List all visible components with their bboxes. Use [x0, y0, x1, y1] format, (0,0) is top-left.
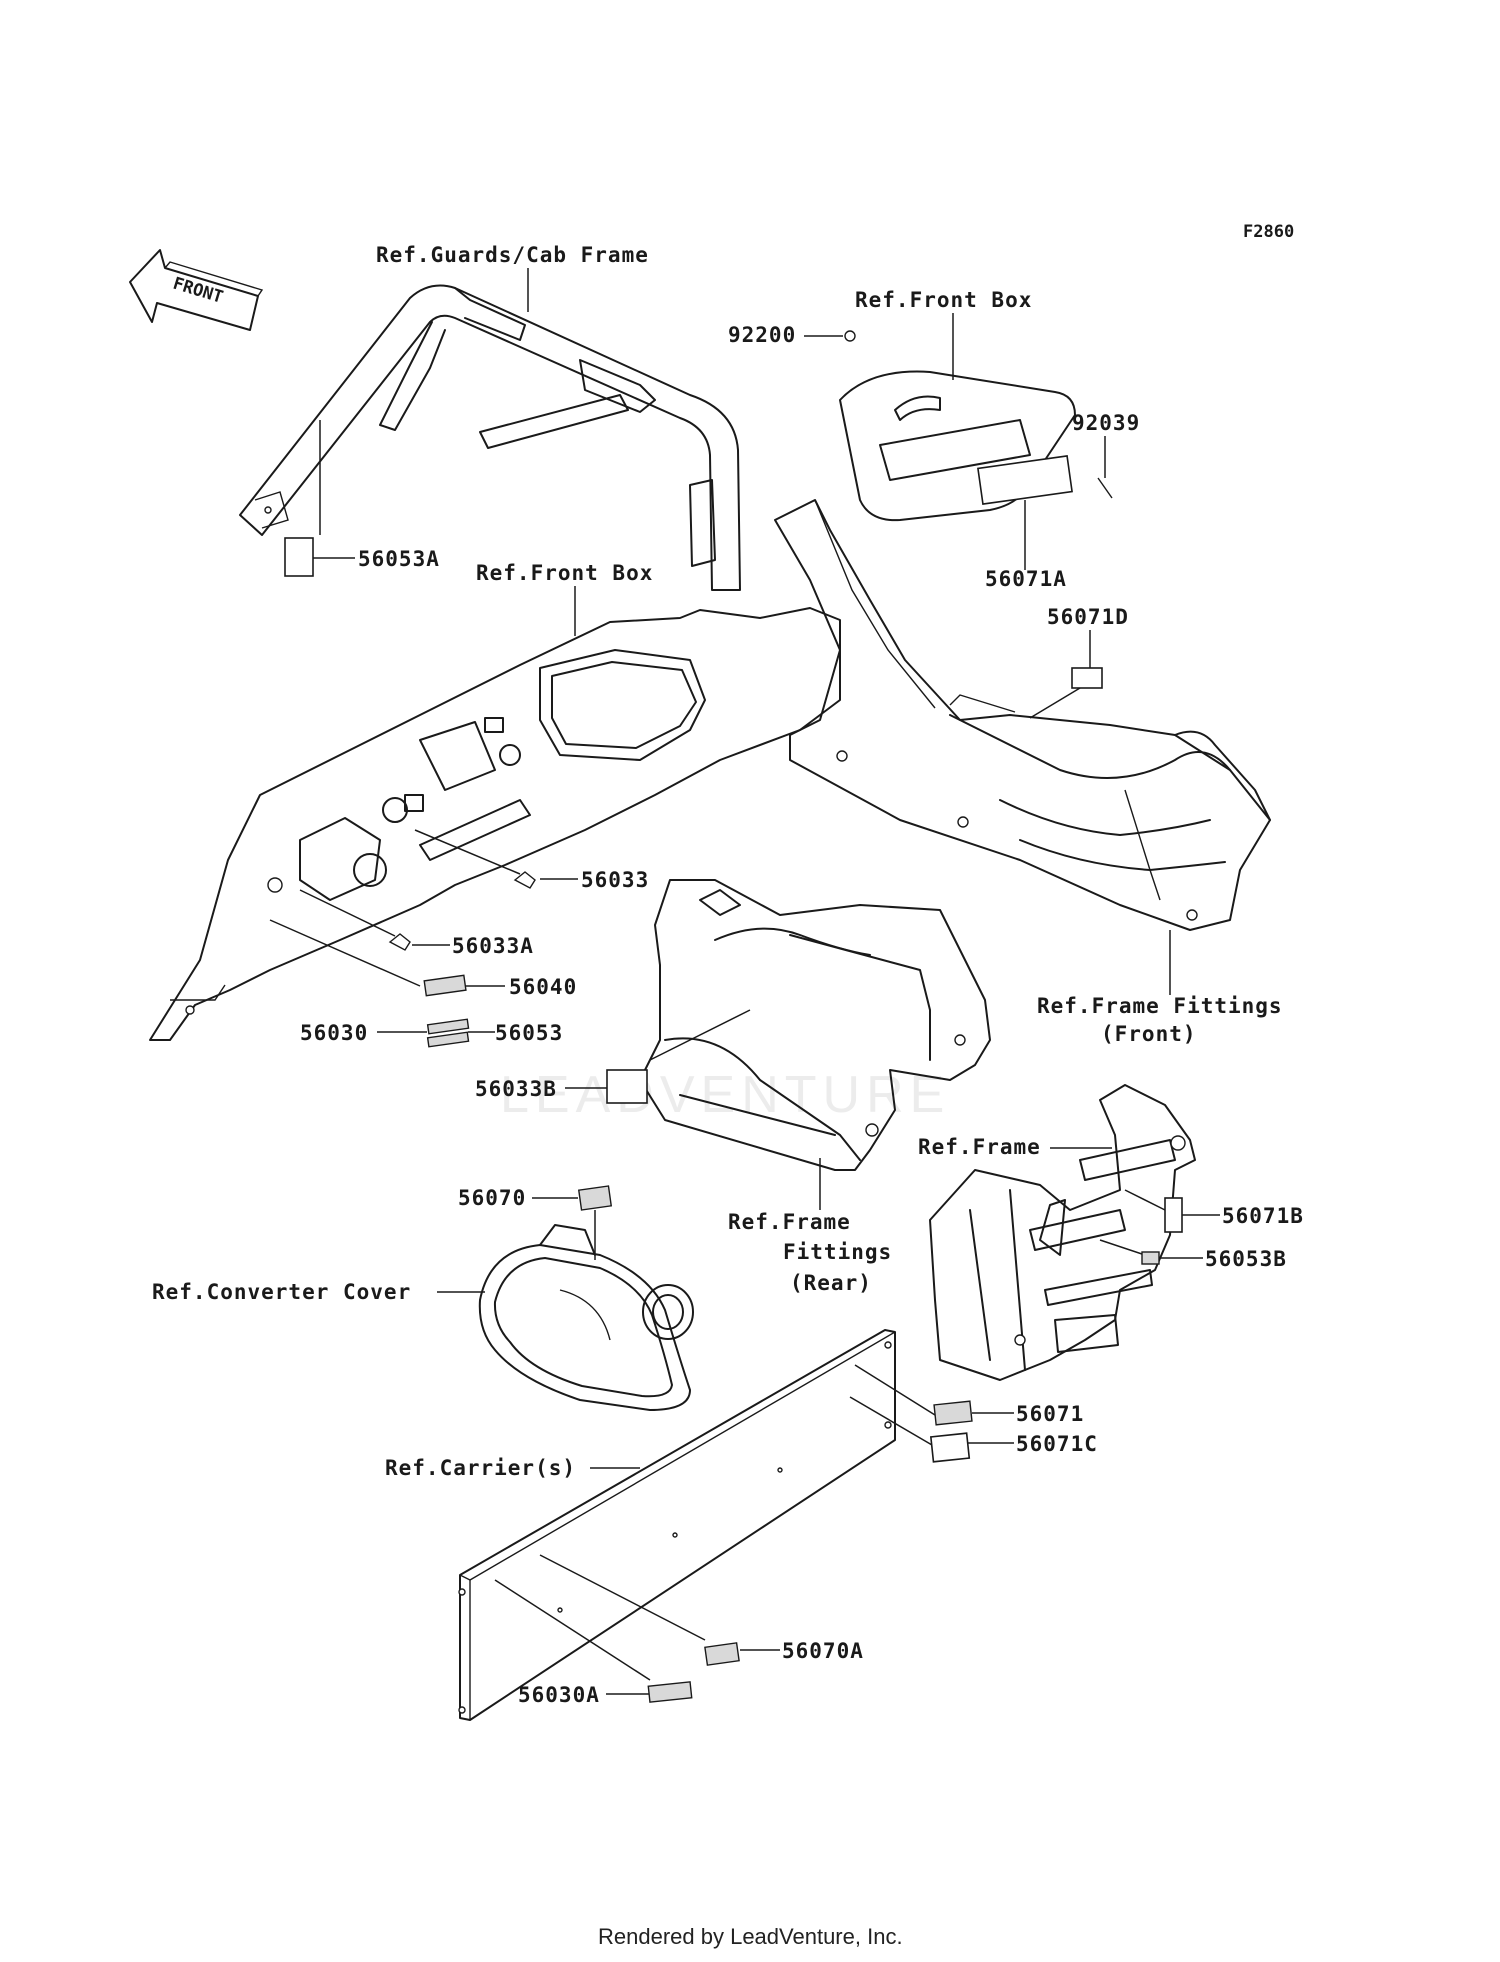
part-number-56053B: 56053B — [1205, 1247, 1287, 1271]
part-number-56071A: 56071A — [985, 567, 1067, 591]
part-number-56030A: 56030A — [518, 1683, 600, 1707]
frame-part — [929, 1084, 1196, 1381]
frame-fittings-front-part — [774, 499, 1271, 931]
ref-frame-fittings-front-line1: Ref.Frame Fittings — [1037, 994, 1283, 1018]
frame-fittings-rear-part — [639, 879, 991, 1171]
part-number-56071C: 56071C — [1016, 1432, 1098, 1456]
part-number-56071B: 56071B — [1222, 1204, 1304, 1228]
ref-frame-fittings-rear-line3: (Rear) — [790, 1271, 872, 1295]
fastener-92200: 92200 — [728, 323, 856, 347]
decal-56071D: 56071D — [1029, 605, 1129, 719]
ref-front-box-dash: Ref.Front Box — [476, 561, 653, 585]
decal-56070: 56070 — [458, 1185, 613, 1260]
part-number-56070A: 56070A — [782, 1639, 864, 1663]
part-number-92039: 92039 — [1072, 411, 1140, 435]
part-number-56033: 56033 — [581, 868, 649, 892]
part-number-56053: 56053 — [495, 1021, 563, 1045]
front-arrow-icon: FRONT — [129, 249, 264, 331]
part-number-56053A: 56053A — [358, 547, 440, 571]
part-number-92200: 92200 — [728, 323, 796, 347]
ref-frame-fittings-front-line2: (Front) — [1101, 1022, 1197, 1046]
ref-guards-cab-frame: Ref.Guards/Cab Frame — [376, 243, 649, 267]
ref-carriers: Ref.Carrier(s) — [385, 1456, 576, 1480]
clip-56033: 56033 — [414, 829, 649, 892]
carrier-panel-part — [458, 1329, 896, 1721]
ref-frame-fittings-rear-line2: Fittings — [783, 1240, 892, 1264]
front-box-part — [839, 370, 1076, 522]
part-number-56030: 56030 — [300, 1021, 368, 1045]
part-number-56033A: 56033A — [452, 934, 534, 958]
part-number-56070: 56070 — [458, 1186, 526, 1210]
part-number-56040: 56040 — [509, 975, 577, 999]
decals-56071-56071C: 56071 56071C — [849, 1364, 1098, 1463]
ref-converter-cover: Ref.Converter Cover — [152, 1280, 411, 1304]
fastener-92039: 92039 — [1072, 411, 1140, 499]
converter-cover-part — [478, 1224, 694, 1411]
ref-frame-fittings-rear-line1: Ref.Frame — [728, 1210, 851, 1234]
watermark: LEADVENTURE — [500, 1066, 950, 1124]
figure-code: F2860 — [1243, 222, 1294, 242]
part-number-56071D: 56071D — [1047, 605, 1129, 629]
part-number-56071: 56071 — [1016, 1402, 1084, 1426]
cab-frame-part — [239, 284, 741, 591]
decal-56030A: 56030A — [494, 1579, 693, 1707]
clip-56033A: 56033A — [299, 889, 534, 958]
ref-frame: Ref.Frame — [918, 1135, 1041, 1159]
decal-56053B: 56053B — [1099, 1239, 1287, 1271]
decal-56071A: 56071A — [977, 455, 1073, 591]
decal-56053A: 56053A — [284, 420, 440, 577]
footer-credit: Rendered by LeadVenture, Inc. — [598, 1924, 903, 1949]
decals-56040-56030-56053: 56040 56030 56053 — [269, 919, 577, 1048]
decal-56033B: 56033B — [475, 1009, 751, 1104]
decal-56070A: 56070A — [539, 1554, 864, 1666]
decal-56071B: 56071B — [1124, 1189, 1304, 1233]
dashboard-part — [149, 607, 841, 1041]
part-number-56033B: 56033B — [475, 1077, 557, 1101]
ref-front-box-top: Ref.Front Box — [855, 288, 1032, 312]
